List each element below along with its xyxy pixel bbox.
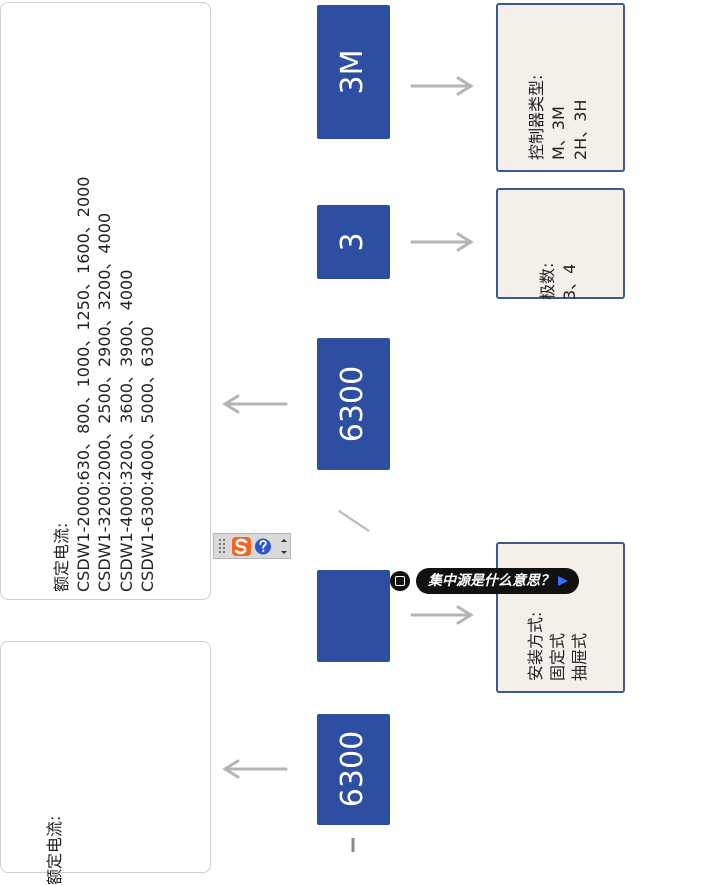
tooltip-search-bubble[interactable]: 集中源是什么意思？	[416, 568, 579, 594]
rated-current-box: 额定电流:CSDW1-2000:630、800、1000、1250、1600、2…	[0, 2, 211, 600]
poles-box: 极数:3、4	[496, 188, 625, 300]
ime-toolbar[interactable]	[213, 533, 291, 559]
arrow-right-install	[410, 605, 474, 625]
arrow-left-current-2	[222, 759, 288, 779]
connector-lines	[222, 76, 474, 852]
rated-current-box-2: 额定电流:	[0, 641, 211, 885]
arrow-play-icon	[558, 576, 568, 586]
tooltip-text: 集中源是什么意思？	[428, 573, 554, 589]
arrow-right-poles	[410, 232, 474, 252]
slash-separator	[338, 510, 370, 532]
grip-icon	[219, 539, 225, 553]
code-box-poles: 3	[317, 205, 390, 279]
sogou-s-icon	[232, 537, 251, 556]
code-box-controller: 3M	[317, 5, 390, 139]
code-box-install	[317, 570, 390, 662]
arrow-right-controller	[410, 76, 474, 96]
code-box-frame-current: 6300	[317, 338, 390, 470]
help-icon	[255, 538, 271, 555]
install-type-box: 安装方式:固定式抽屉式	[496, 542, 625, 693]
arrow-left-current	[222, 394, 288, 414]
dropdown-icon	[281, 539, 287, 554]
code-box-frame-current-2: 6300	[317, 714, 390, 825]
tooltip-badge-icon[interactable]	[390, 571, 410, 591]
